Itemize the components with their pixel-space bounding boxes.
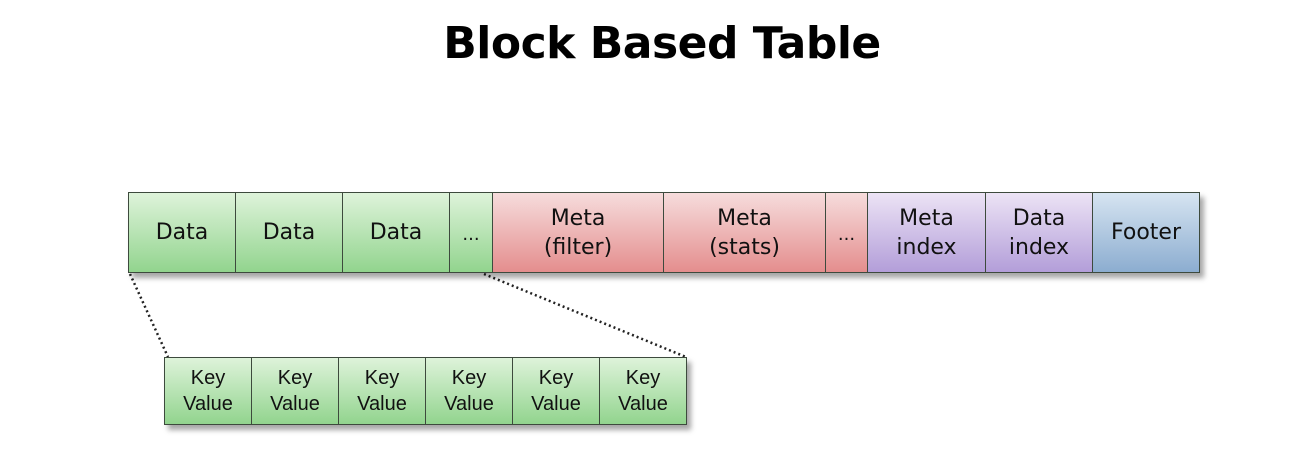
- key-value-cell-3: Key Value: [338, 357, 426, 425]
- right-dotted-line: [483, 272, 687, 359]
- block-based-table-row: Data Data Data ... Meta (filter) Meta (s…: [128, 192, 1200, 273]
- data-block-3: Data: [342, 192, 450, 273]
- footer-block: Footer: [1092, 192, 1200, 273]
- meta-index-block: Meta index: [867, 192, 986, 273]
- key-value-row: Key Value Key Value Key Value Key Value …: [164, 357, 687, 425]
- meta-stats-block: Meta (stats): [663, 192, 826, 273]
- data-block-ellipsis: ...: [449, 192, 493, 273]
- left-dotted-line: [128, 273, 170, 358]
- key-value-cell-5: Key Value: [512, 357, 600, 425]
- key-value-cell-4: Key Value: [425, 357, 513, 425]
- diagram-title: Block Based Table: [443, 18, 881, 69]
- meta-filter-block: Meta (filter): [492, 192, 664, 273]
- key-value-cell-6: Key Value: [599, 357, 687, 425]
- meta-block-ellipsis: ...: [825, 192, 868, 273]
- data-block-2: Data: [235, 192, 343, 273]
- data-block-1: Data: [128, 192, 236, 273]
- key-value-cell-2: Key Value: [251, 357, 339, 425]
- key-value-cell-1: Key Value: [164, 357, 252, 425]
- data-index-block: Data index: [985, 192, 1093, 273]
